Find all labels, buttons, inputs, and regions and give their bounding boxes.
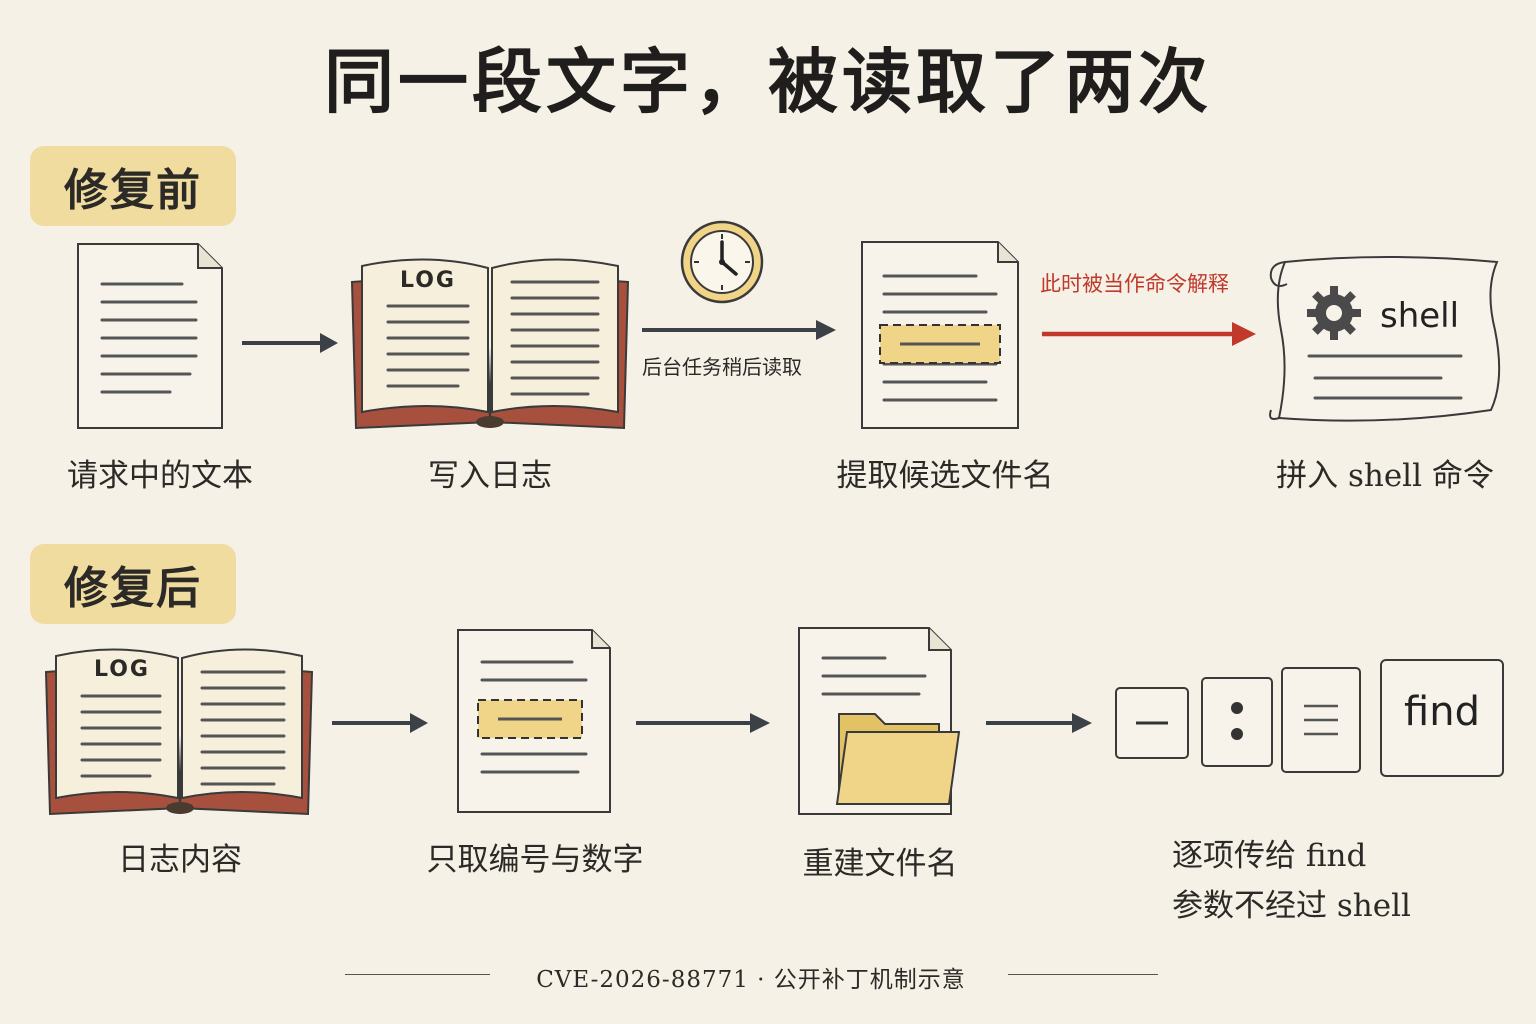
log-book-text: LOG xyxy=(400,268,456,293)
footer-rule-left xyxy=(345,974,490,975)
danger-arrow-icon xyxy=(1042,322,1256,346)
token-find-text: find xyxy=(1404,689,1480,735)
arrow-right-icon xyxy=(986,713,1092,733)
log-book-text: LOG xyxy=(94,657,150,682)
filter-document-icon xyxy=(457,629,611,813)
arrow-right-icon xyxy=(242,333,338,353)
request-document-icon xyxy=(77,243,223,429)
section-tag-before: 修复前 xyxy=(30,146,236,226)
footer-rule-right xyxy=(1008,974,1158,975)
footer-caption: CVE-2026-88771 · 公开补丁机制示意 xyxy=(536,967,966,993)
rebuild-document-icon xyxy=(798,627,961,815)
log-book-icon xyxy=(350,258,630,430)
log-book-icon xyxy=(44,648,314,816)
token-lines-icon xyxy=(1281,667,1361,773)
gear-icon xyxy=(1307,286,1361,340)
token-colon-icon xyxy=(1201,677,1273,767)
step-label-digits-only: 只取编号与数字 xyxy=(426,842,644,878)
step-label-pass-to-find: 逐项传给 find xyxy=(1172,838,1367,874)
step-label-request-text: 请求中的文本 xyxy=(67,458,253,494)
clock-icon xyxy=(680,220,764,304)
section-tag-after: 修复后 xyxy=(30,544,236,624)
shell-scroll-icon xyxy=(1269,256,1501,422)
extract-document-icon xyxy=(861,241,1019,429)
danger-label: 此时被当作命令解释 xyxy=(1040,272,1229,296)
arrow-right-icon xyxy=(332,713,428,733)
delay-label: 后台任务稍后读取 xyxy=(642,355,802,379)
arrow-right-icon xyxy=(642,320,836,340)
token-find-box xyxy=(1380,659,1504,777)
step-label-rebuild-filename: 重建文件名 xyxy=(802,846,958,882)
step-label-write-log: 写入日志 xyxy=(428,458,552,494)
page-title: 同一段文字，被读取了两次 xyxy=(324,41,1212,123)
step-label-shell-command: 拼入 shell 命令 xyxy=(1276,458,1494,494)
token-dash-icon xyxy=(1115,687,1189,759)
shell-text: shell xyxy=(1380,296,1460,336)
arrow-right-icon xyxy=(636,713,770,733)
step-label-no-shell: 参数不经过 shell xyxy=(1172,888,1411,924)
step-label-log-content: 日志内容 xyxy=(118,842,242,878)
step-label-extract-filename: 提取候选文件名 xyxy=(836,458,1054,494)
